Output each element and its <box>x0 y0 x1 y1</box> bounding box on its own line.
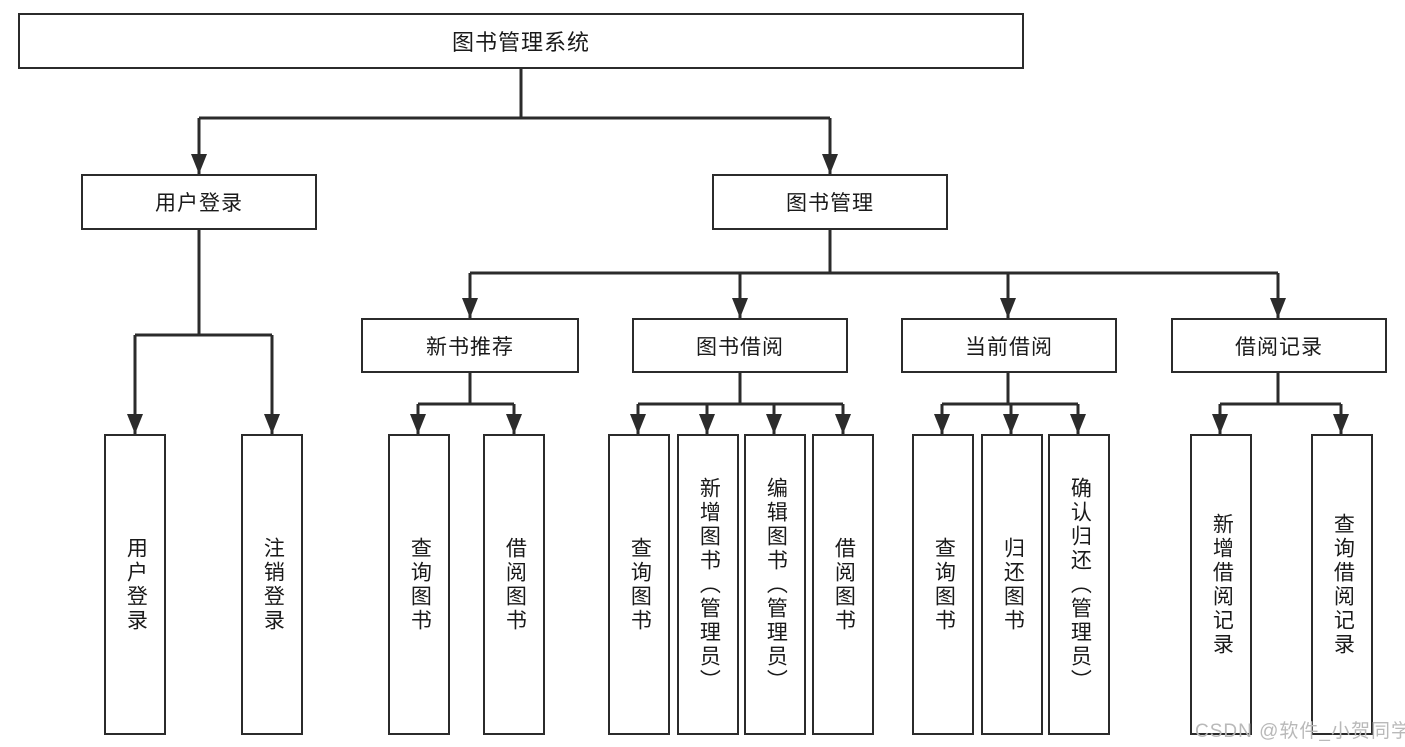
node-label: 查询图书 <box>408 536 432 633</box>
node-label: 新书推荐 <box>426 335 514 359</box>
node-label: 借阅图书 <box>832 536 856 633</box>
node-label: 借阅图书 <box>503 536 527 633</box>
node-label: 编辑图书（管理员） <box>764 476 788 693</box>
node-b-lend[interactable]: 借阅图书 <box>812 434 874 735</box>
node-label: 新增借阅记录 <box>1210 512 1234 657</box>
node-label: 注销登录 <box>261 536 285 633</box>
node-label: 用户登录 <box>124 536 148 633</box>
node-label: 图书管理 <box>786 192 874 215</box>
node-l-logout[interactable]: 注销登录 <box>241 434 303 735</box>
node-borrow[interactable]: 图书借阅 <box>632 318 848 373</box>
node-label: 归还图书 <box>1001 536 1025 633</box>
node-b-add[interactable]: 新增图书（管理员） <box>677 434 739 735</box>
node-label: 用户登录 <box>155 192 243 215</box>
node-n-query[interactable]: 查询图书 <box>388 434 450 735</box>
node-n-borrow[interactable]: 借阅图书 <box>483 434 545 735</box>
node-c-query[interactable]: 查询图书 <box>912 434 974 735</box>
node-b-edit[interactable]: 编辑图书（管理员） <box>744 434 806 735</box>
node-label: 查询借阅记录 <box>1331 512 1355 657</box>
node-newbook[interactable]: 新书推荐 <box>361 318 579 373</box>
node-records[interactable]: 借阅记录 <box>1171 318 1387 373</box>
node-root[interactable]: 图书管理系统 <box>18 13 1024 69</box>
node-label: 当前借阅 <box>965 335 1053 359</box>
node-r-add[interactable]: 新增借阅记录 <box>1190 434 1252 735</box>
node-l-login[interactable]: 用户登录 <box>104 434 166 735</box>
node-current[interactable]: 当前借阅 <box>901 318 1117 373</box>
node-label: 图书管理系统 <box>451 30 590 55</box>
node-r-query[interactable]: 查询借阅记录 <box>1311 434 1373 735</box>
node-login[interactable]: 用户登录 <box>81 174 317 230</box>
node-label: 新增图书（管理员） <box>697 476 721 693</box>
node-label: 确认归还（管理员） <box>1068 476 1092 693</box>
node-b-query[interactable]: 查询图书 <box>608 434 670 735</box>
node-label: 借阅记录 <box>1235 335 1323 359</box>
node-c-confirm[interactable]: 确认归还（管理员） <box>1048 434 1110 735</box>
node-c-return[interactable]: 归还图书 <box>981 434 1043 735</box>
node-label: 图书借阅 <box>696 335 784 359</box>
node-label: 查询图书 <box>932 536 956 633</box>
node-label: 查询图书 <box>628 536 652 633</box>
node-bookmgmt[interactable]: 图书管理 <box>712 174 948 230</box>
watermark: CSDN @软件_小贺同学 <box>1195 721 1405 742</box>
